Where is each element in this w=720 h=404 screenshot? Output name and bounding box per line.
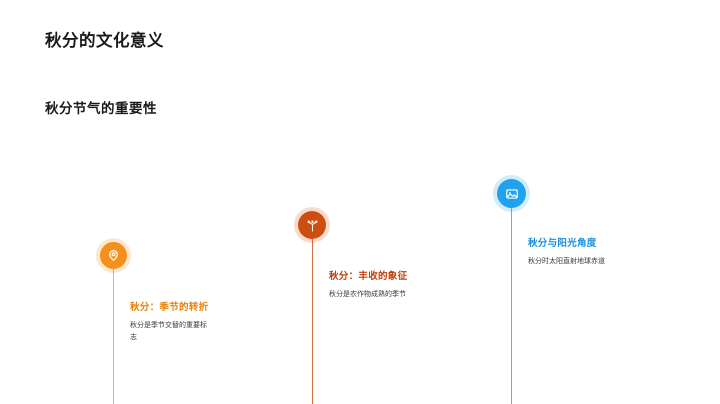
timeline-body-3: 秋分时太阳直射地球赤道: [528, 258, 605, 265]
location-pin-icon[interactable]: [100, 242, 127, 269]
timeline-connector-2: [312, 238, 313, 404]
image-photo-icon[interactable]: [497, 179, 526, 208]
grain-plant-icon[interactable]: [298, 211, 326, 239]
timeline-connector-1: [113, 268, 114, 404]
timeline-connector-3: [511, 207, 512, 404]
page-title: 秋分的文化意义: [45, 32, 164, 50]
timeline-body-2: 秋分是农作物成熟的季节: [329, 291, 406, 298]
timeline-body-1: 秋分是季节交替的重要标志: [130, 322, 207, 341]
timeline-heading-1: 秋分：季节的转折: [130, 302, 209, 313]
page-subtitle: 秋分节气的重要性: [45, 101, 157, 116]
timeline-heading-2: 秋分：丰收的象征: [329, 271, 408, 282]
timeline-heading-3: 秋分与阳光角度: [528, 238, 597, 249]
